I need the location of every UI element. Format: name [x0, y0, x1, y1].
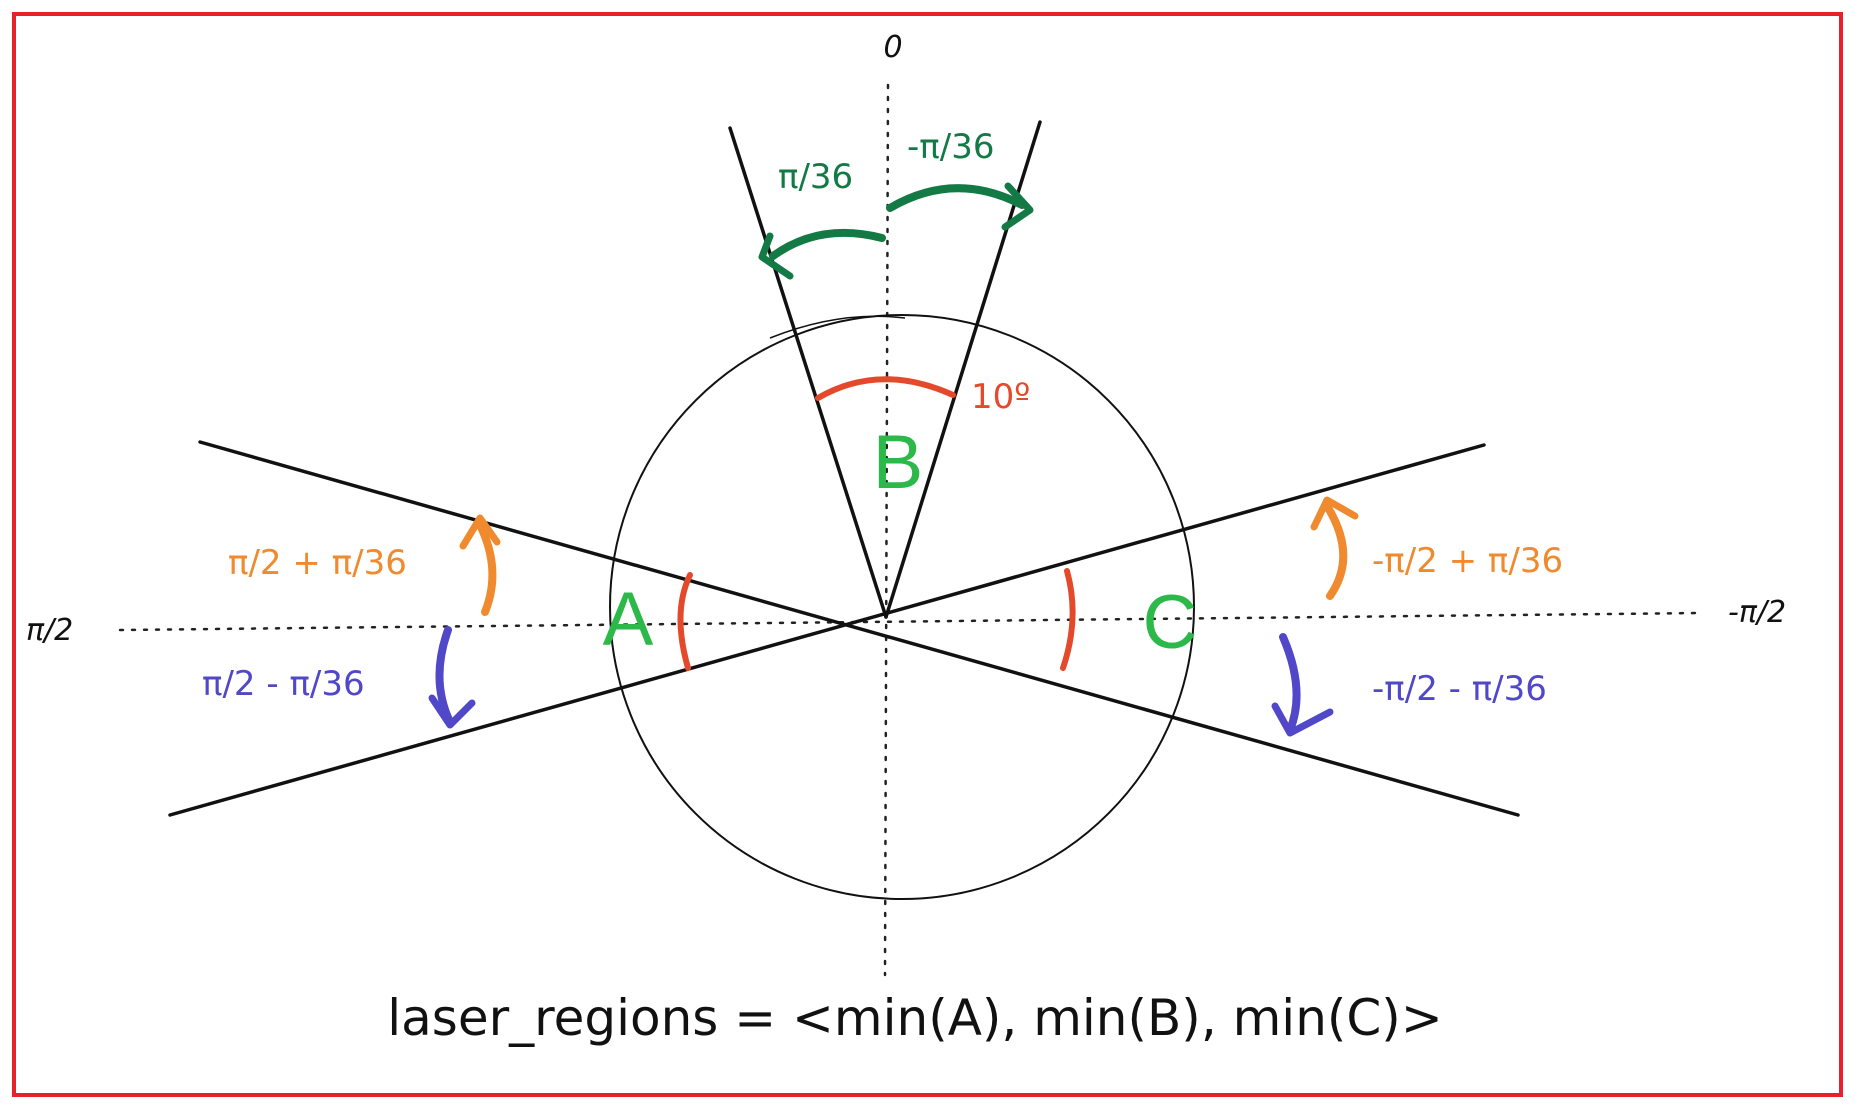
- sector-a-c-upper-boundary: [198, 440, 1520, 817]
- region-label-b: B: [873, 420, 924, 505]
- region-label-a: A: [603, 577, 654, 662]
- orange-arrow-left-icon: [476, 521, 497, 616]
- sector-width-label: 10º: [971, 377, 1030, 417]
- caption-formula: laser_regions = <min(A), min(B), min(C)>: [387, 989, 1442, 1047]
- green-arrow-right-icon: [886, 184, 1026, 212]
- sector-a-c-lower-boundary: [168, 443, 1486, 817]
- scan-range-circle-overstroke: [769, 315, 906, 339]
- angle-label-top-left: π/36: [778, 157, 853, 197]
- axis-label-left: π/2: [26, 613, 73, 648]
- sector-b-width-arc: [815, 376, 956, 401]
- axis-label-right: -π/2: [1728, 595, 1786, 630]
- green-arrow-left-icon: [769, 228, 886, 260]
- green-arrow-right-head-icon: [1001, 182, 1034, 231]
- purple-arrow-right-head-icon: [1271, 702, 1334, 737]
- angle-label-left-upper: π/2 + π/36: [228, 543, 407, 583]
- region-label-c: C: [1143, 580, 1198, 665]
- horizontal-reference-axis: [118, 611, 1702, 632]
- orange-arrow-right-head-icon: [1310, 496, 1359, 531]
- angle-label-top-right: -π/36: [907, 127, 994, 167]
- sector-b-left-boundary: [728, 126, 888, 619]
- purple-arrow-right-icon: [1279, 633, 1301, 734]
- green-arrow-left-head-icon: [758, 232, 794, 280]
- angle-label-right-lower: -π/2 - π/36: [1372, 669, 1547, 709]
- angle-label-left-lower: π/2 - π/36: [202, 664, 365, 704]
- orange-arrow-right-icon: [1323, 502, 1348, 600]
- orange-arrow-left-head-icon: [459, 514, 501, 550]
- outer-frame: [12, 12, 1843, 1097]
- sector-c-width-arc: [1060, 568, 1076, 671]
- angle-label-right-upper: -π/2 + π/36: [1372, 541, 1563, 581]
- sector-a-width-arc: [677, 572, 693, 671]
- purple-arrow-left-head-icon: [428, 694, 476, 729]
- axis-label-top: 0: [883, 30, 902, 65]
- scan-range-circle: [609, 314, 1195, 900]
- vertical-reference-axis: [883, 83, 890, 977]
